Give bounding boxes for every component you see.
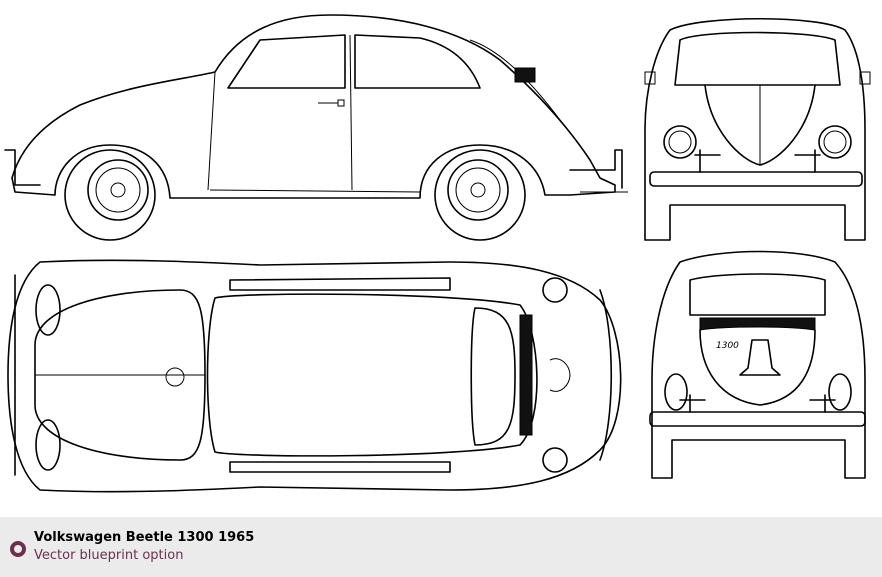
top-view (7, 259, 622, 493)
caption-title: Volkswagen Beetle 1300 1965 (34, 530, 255, 545)
rear-view: 1300 (649, 250, 866, 479)
rear-badge: 1300 (716, 341, 739, 351)
caption-bar: Volkswagen Beetle 1300 1965 Vector bluep… (0, 517, 882, 577)
caption-subtitle: Vector blueprint option (34, 548, 184, 563)
blueprint-drawing: 1300 (4, 14, 871, 493)
front-view (644, 17, 871, 241)
side-view (4, 14, 628, 241)
bullet-ring-icon (10, 541, 26, 557)
